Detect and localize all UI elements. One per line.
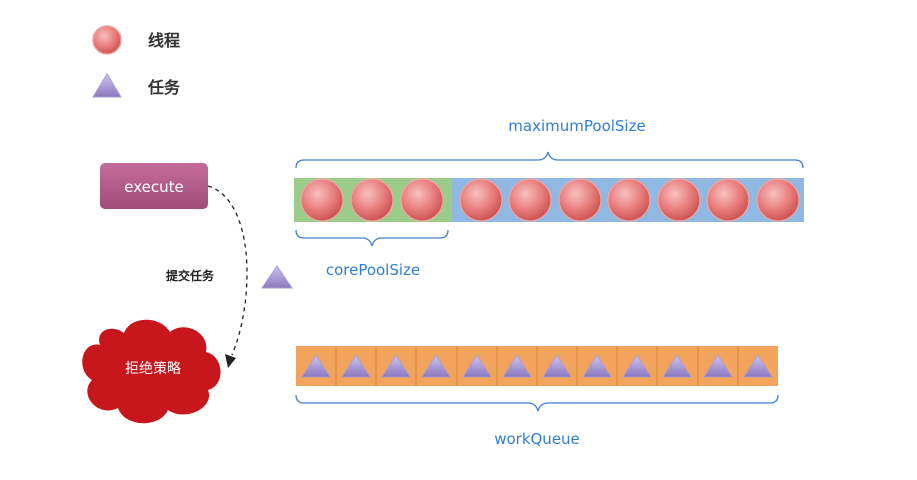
thread-circle <box>459 178 503 222</box>
thread-circle <box>400 178 444 222</box>
thread-circle <box>657 178 701 222</box>
legend-task-icon <box>92 73 122 98</box>
maximum-pool-size-label: maximumPoolSize <box>508 117 645 135</box>
queued-task-icon <box>502 354 532 378</box>
queued-task-icon <box>462 354 492 378</box>
reject-policy-label: 拒绝策略 <box>125 360 181 377</box>
queue-slot-dividers <box>335 346 739 386</box>
thread-circle <box>300 178 344 222</box>
maximum-pool-size-brace <box>295 151 804 169</box>
thread-circle <box>706 178 750 222</box>
core-pool-size-brace <box>295 229 449 247</box>
reject-policy-cloud: 拒绝策略 <box>82 319 221 424</box>
queued-task-icon <box>582 354 612 378</box>
thread-circle <box>558 178 602 222</box>
execute-box: execute <box>100 163 208 209</box>
core-pool-size-label: corePoolSize <box>326 261 420 279</box>
queued-task-icon <box>703 354 733 378</box>
incoming-task-icon <box>261 265 293 289</box>
thread-circle <box>756 178 800 222</box>
queued-task-icon <box>743 354 773 378</box>
thread-row <box>300 178 800 222</box>
queued-task-icon <box>622 354 652 378</box>
thread-circle <box>508 178 552 222</box>
legend-task-label: 任务 <box>147 78 181 97</box>
submit-arrow <box>207 185 248 356</box>
thread-circle <box>607 178 651 222</box>
queued-task-icon <box>301 354 331 378</box>
thread-circle <box>350 178 394 222</box>
execute-label: execute <box>124 178 183 196</box>
work-queue-label: workQueue <box>494 430 580 448</box>
legend-thread-icon <box>92 25 122 55</box>
work-queue-brace <box>295 394 779 412</box>
queued-task-icon <box>542 354 572 378</box>
queued-task-icon <box>662 354 692 378</box>
submit-arrowhead <box>225 354 236 368</box>
legend: 线程 任务 <box>92 25 181 98</box>
queued-task-icon <box>421 354 451 378</box>
queued-task-icon <box>341 354 371 378</box>
queued-task-icon <box>381 354 411 378</box>
legend-thread-label: 线程 <box>148 31 180 50</box>
submit-task-label: 提交任务 <box>166 268 215 283</box>
work-queue <box>296 346 778 386</box>
